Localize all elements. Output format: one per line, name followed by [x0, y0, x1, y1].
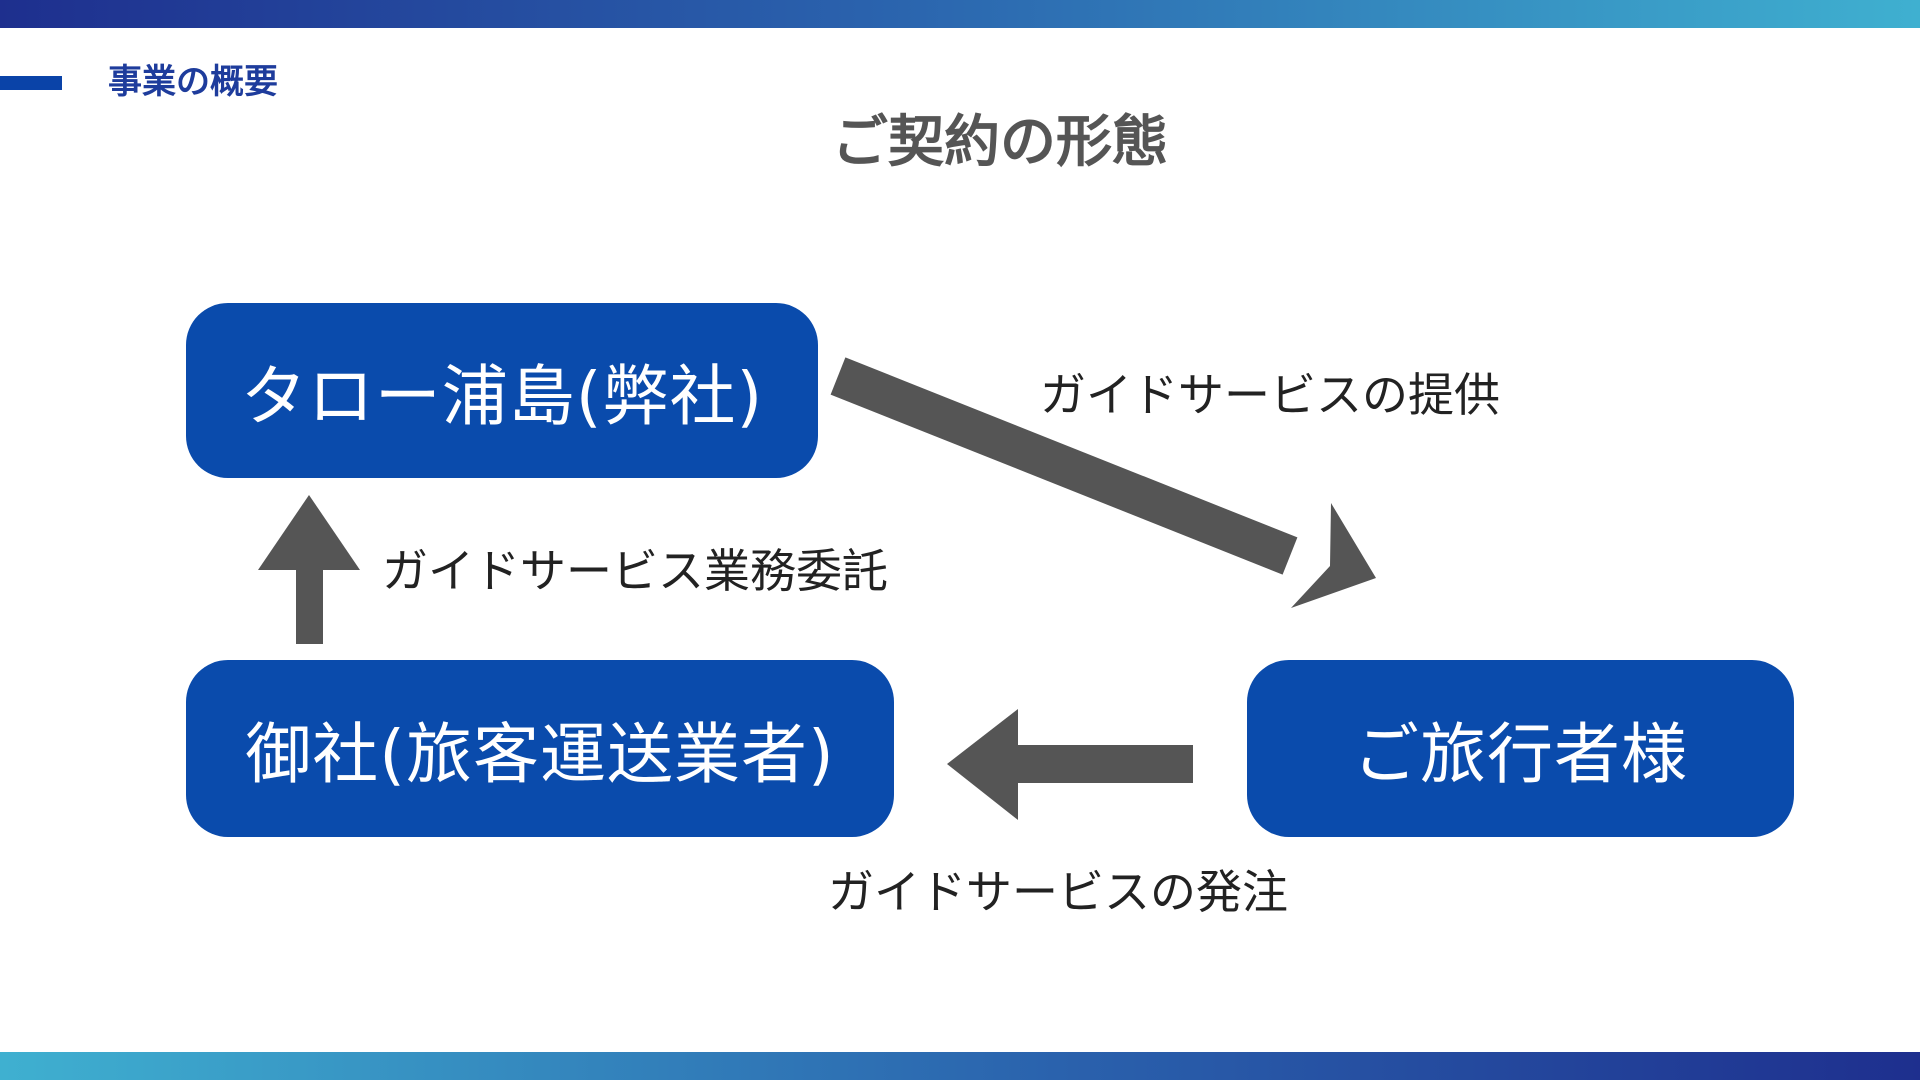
arrow-commission-shaft [296, 560, 323, 644]
edge-label-commission: ガイドサービス業務委託 [382, 544, 888, 598]
node-us: タロー浦島(弊社) [186, 303, 818, 478]
node-customer-label: 御社(旅客運送業者) [245, 715, 835, 793]
top-gradient-bar [0, 0, 1920, 28]
edge-label-provide: ガイドサービスの提供 [1040, 368, 1500, 422]
slide-title: ご契約の形態 [832, 110, 1168, 175]
arrow-commission-head [258, 495, 360, 570]
bottom-gradient-bar [0, 1052, 1920, 1080]
edge-label-order: ガイドサービスの発注 [828, 865, 1288, 919]
arrow-provide-head [1291, 503, 1376, 608]
arrow-provide-shaft [830, 357, 1298, 575]
node-traveler-label: ご旅行者様 [1353, 715, 1688, 793]
node-traveler: ご旅行者様 [1247, 660, 1794, 837]
node-customer: 御社(旅客運送業者) [186, 660, 894, 837]
node-us-label: タロー浦島(弊社) [240, 357, 764, 435]
section-title: 事業の概要 [108, 62, 278, 102]
section-marker [0, 76, 62, 90]
arrow-order-head [947, 709, 1018, 820]
arrow-order-shaft [1005, 745, 1193, 783]
